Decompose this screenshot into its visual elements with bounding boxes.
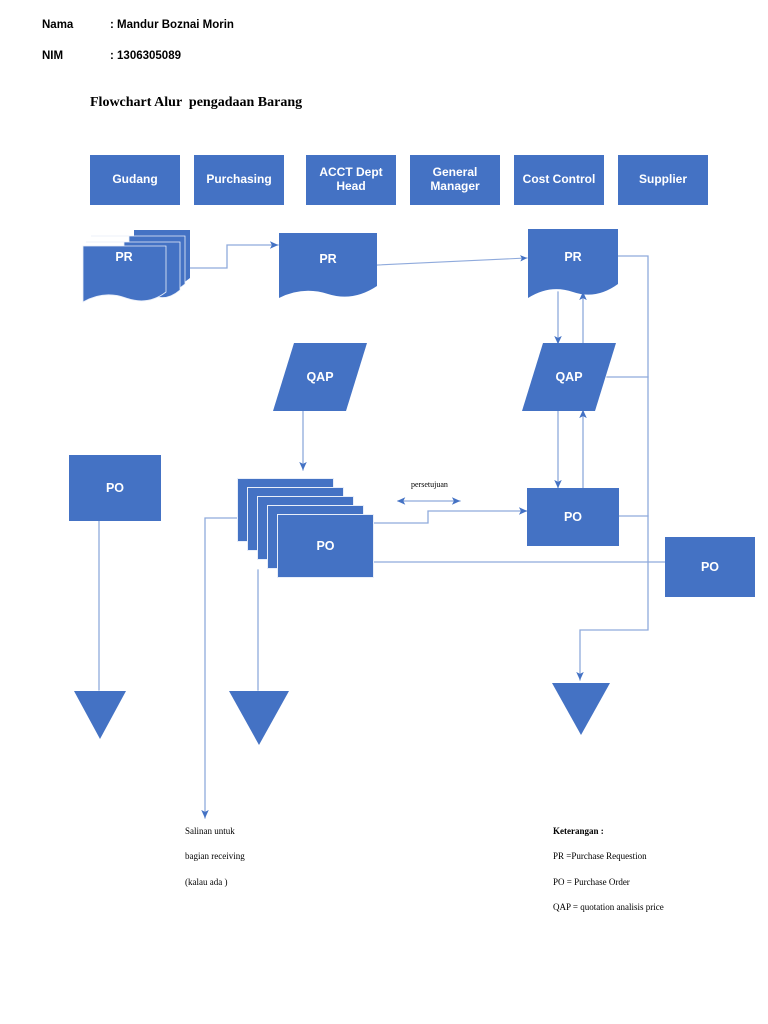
- wire-pr-purchasing-to-pr-cost-control: [376, 255, 528, 266]
- node-label: PO: [563, 510, 583, 524]
- node-pr-stack-gudang[interactable]: PR: [82, 228, 192, 308]
- node-label: PO: [700, 560, 720, 574]
- parallelogram-icon: [522, 343, 616, 411]
- name-label: Nama: [42, 19, 74, 31]
- node-po-gudang[interactable]: PO: [69, 455, 161, 521]
- document-icon: [279, 233, 377, 298]
- document-icon: [528, 229, 618, 298]
- lane-label: ACCT Dept Head: [319, 165, 383, 193]
- triangle-icon: [552, 683, 610, 735]
- node-po-cost-control[interactable]: PO: [527, 488, 619, 546]
- lane-header-supplier[interactable]: Supplier: [618, 155, 708, 205]
- lane-header-general-manager[interactable]: General Manager: [410, 155, 500, 205]
- legend-item-pr: PR =Purchase Requestion: [553, 851, 647, 861]
- lane-label: Supplier: [638, 172, 687, 187]
- terminator-cost-control[interactable]: [551, 682, 611, 736]
- legend-item-qap: QAP = quotation analisis price: [553, 902, 664, 912]
- name-value: : Mandur Boznai Morin: [110, 19, 234, 31]
- edge-label-persetujuan: persetujuan: [411, 480, 448, 489]
- lane-header-gudang[interactable]: Gudang: [90, 155, 180, 205]
- node-qap-cost-control[interactable]: QAP: [521, 342, 617, 412]
- wire-po-stack-to-po-cost-control: [367, 507, 528, 524]
- lane-header-purchasing[interactable]: Purchasing: [194, 155, 284, 205]
- node-pr-purchasing[interactable]: PR: [278, 232, 378, 300]
- lane-label: Purchasing: [206, 172, 272, 187]
- nim-value: : 1306305089: [110, 50, 181, 62]
- legend-item-po: PO = Purchase Order: [553, 877, 630, 887]
- node-label: PO: [105, 481, 125, 495]
- lane-label: General Manager: [430, 165, 480, 193]
- node-qap-purchasing[interactable]: QAP: [272, 342, 368, 412]
- legend-title: Keterangan :: [553, 826, 604, 836]
- terminator-gudang[interactable]: [73, 690, 127, 740]
- wire-po-stack-to-copy-note: [201, 517, 238, 819]
- lane-label: Cost Control: [522, 172, 596, 187]
- triangle-icon: [74, 691, 126, 739]
- node-po-stack-purchasing[interactable]: PO: [237, 478, 374, 578]
- copy-note-line-1: Salinan untuk: [185, 826, 235, 836]
- copy-note-line-3: (kalau ada ): [185, 877, 228, 887]
- lane-header-cost-control[interactable]: Cost Control: [514, 155, 604, 205]
- lane-label: Gudang: [112, 172, 158, 187]
- triangle-icon: [229, 691, 289, 745]
- lane-header-acct-dept-head[interactable]: ACCT Dept Head: [306, 155, 396, 205]
- wire-right-trunk-to-terminator: [576, 255, 649, 681]
- node-pr-cost-control[interactable]: PR: [527, 228, 619, 300]
- terminator-purchasing[interactable]: [228, 690, 290, 746]
- page-title: Flowchart Alur pengadaan Barang: [90, 95, 303, 110]
- copy-note-line-2: bagian receiving: [185, 851, 245, 861]
- document-stack-icon: [82, 230, 190, 303]
- parallelogram-icon: [273, 343, 367, 411]
- nim-label: NIM: [42, 50, 64, 62]
- po-stack-sheet-front: PO: [277, 514, 374, 578]
- node-po-supplier[interactable]: PO: [665, 537, 755, 597]
- wire-pr-gudang-to-pr-purchasing: [184, 241, 279, 269]
- node-label: PO: [316, 539, 335, 553]
